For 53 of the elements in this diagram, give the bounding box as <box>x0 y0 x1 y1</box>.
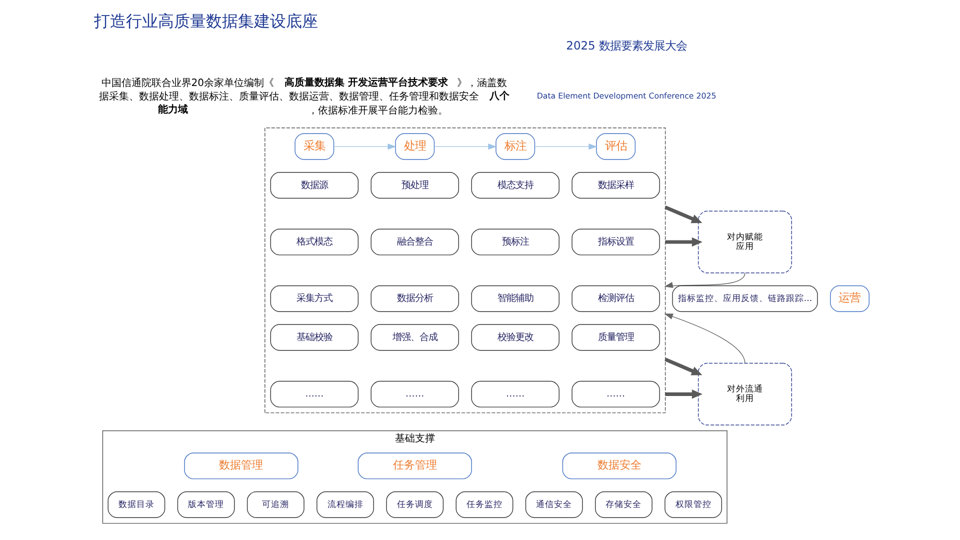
label: 2025 数据要素发展大会 <box>566 38 687 53</box>
node-box: 数据安全 <box>562 452 676 480</box>
node-box: 流程编排 <box>316 491 374 518</box>
node-box: 任务管理 <box>358 452 472 480</box>
label: 中国信通院联合业界20余家单位编制《高质量数据集 开发运营平台技术要求》，涵盖数据采集、数据处理、数据标注、质量评估、数据运营、数据管理、任务管理和数据安全八个能力域，依据标准开展平台能力检验。 <box>99 77 510 116</box>
node-box: …… <box>572 380 660 408</box>
node-box: 格式模态 <box>270 228 359 256</box>
node-box: 校验更改 <box>471 324 560 351</box>
node-box: 权限管控 <box>664 491 722 518</box>
node-box: 对外流通 利用 <box>698 362 792 426</box>
arrow <box>434 144 497 150</box>
node-box: 对内赋能 应用 <box>698 210 792 274</box>
node-box: 任务监控 <box>456 491 514 518</box>
arrow <box>333 144 396 150</box>
arrow <box>664 314 746 364</box>
arrow <box>664 272 746 288</box>
arrow <box>665 237 702 247</box>
node-box: 预标注 <box>471 228 560 256</box>
cluster <box>264 128 666 414</box>
node-box: 采集方式 <box>270 285 359 312</box>
node-box: 通信安全 <box>525 491 583 518</box>
node-box: 数据管理 <box>184 452 298 480</box>
node-box: 评估 <box>596 133 636 160</box>
arrow <box>665 390 702 399</box>
node-box: 数据目录 <box>108 491 166 518</box>
node-box: 处理 <box>395 133 435 160</box>
node-box: 存储安全 <box>595 491 652 518</box>
node-box: …… <box>370 380 459 408</box>
node-box: …… <box>471 380 560 408</box>
node-box: 模态支持 <box>471 172 560 199</box>
node-box: 运营 <box>830 285 870 312</box>
node-box: 检测评估 <box>572 285 660 312</box>
arrow <box>664 206 702 224</box>
node-box: …… <box>270 380 359 408</box>
diagram-title: 打造行业高质量数据集建设底座 <box>94 11 318 30</box>
node-box: 预处理 <box>370 172 459 199</box>
node-box: 任务调度 <box>386 491 444 518</box>
node-box: 指标监控、应用反馈、链路跟踪... <box>672 285 818 312</box>
node-box: 融合整合 <box>370 228 459 256</box>
node-box: 可追溯 <box>246 491 304 518</box>
node-box: 数据采样 <box>572 172 660 199</box>
node-box: 数据分析 <box>370 285 459 312</box>
arrow <box>534 144 598 150</box>
arrow <box>664 358 702 376</box>
node-box: 指标设置 <box>572 228 660 256</box>
node-box: 采集 <box>294 133 334 160</box>
node-box: 基础校验 <box>270 324 359 351</box>
node-box: 标注 <box>496 133 536 160</box>
node-box: 数据源 <box>270 172 359 199</box>
node-box: 质量管理 <box>572 324 660 351</box>
node-box: 增强、合成 <box>370 324 459 351</box>
node-box: 智能辅助 <box>471 285 560 312</box>
node-box: 版本管理 <box>177 491 235 518</box>
